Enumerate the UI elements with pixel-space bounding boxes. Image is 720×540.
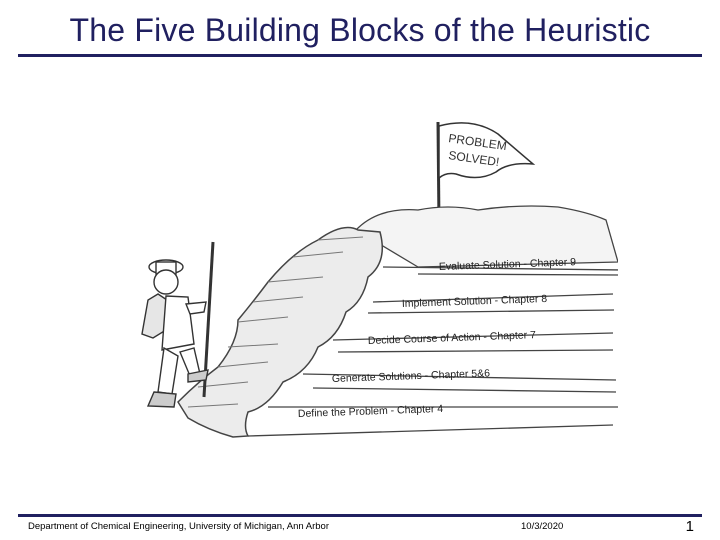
slide-title: The Five Building Blocks of the Heuristi… [69, 12, 651, 48]
page-number: 1 [685, 518, 694, 535]
title-divider [18, 54, 702, 57]
step-define-problem: Define the Problem - Chapter 4 [298, 403, 444, 420]
staircase-illustration: PROBLEM SOLVED! Evaluate Solution - Chap… [141, 121, 618, 438]
step-generate-solutions: Generate Solutions - Chapter 5&6 [332, 367, 491, 385]
step-decide-course: Decide Course of Action - Chapter 7 [368, 329, 537, 347]
footer-department: Department of Chemical Engineering, Univ… [28, 521, 329, 532]
step-evaluate-solution: Evaluate Solution - Chapter 9 [439, 256, 577, 273]
footer-date: 10/3/2020 [521, 521, 564, 532]
hiker-figure [141, 241, 215, 408]
footer-divider [18, 514, 702, 517]
problem-solved-flag: PROBLEM SOLVED! [436, 121, 536, 225]
step-implement-solution: Implement Solution - Chapter 8 [402, 293, 548, 310]
